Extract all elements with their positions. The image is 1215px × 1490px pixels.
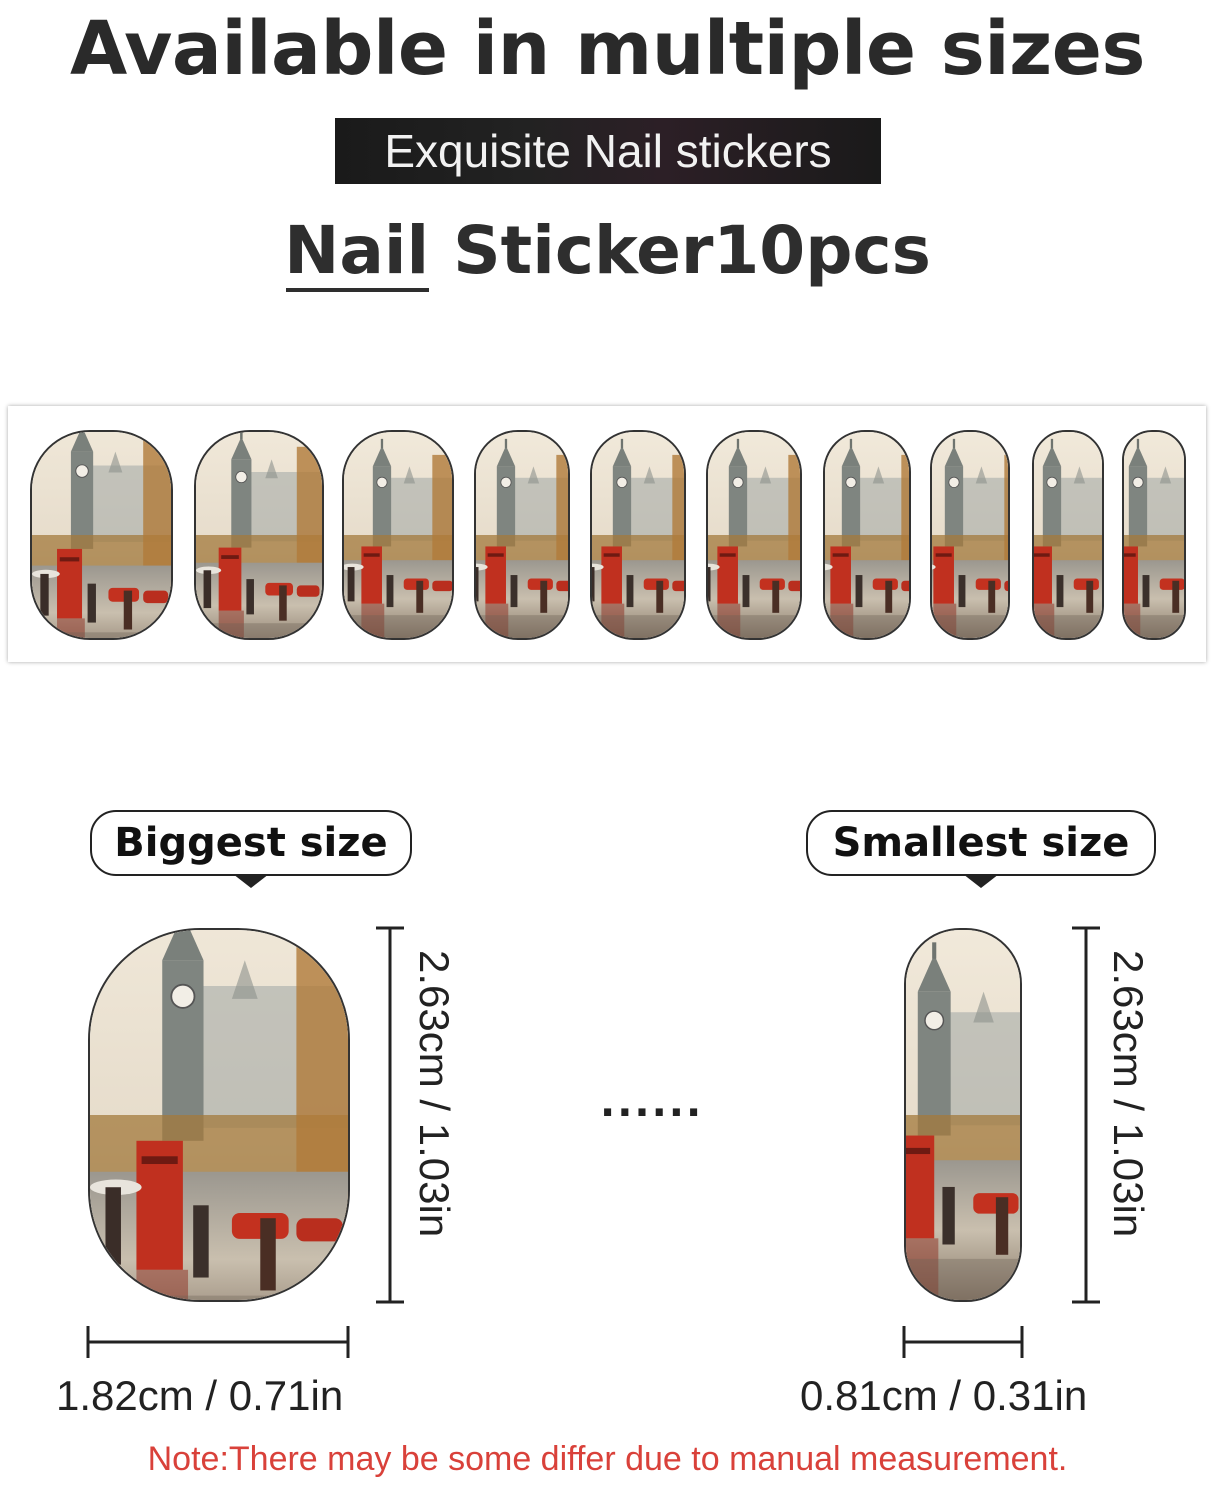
biggest-height-ruler xyxy=(376,926,404,1304)
sticker-strip xyxy=(8,406,1206,662)
biggest-width-text: 1.82cm / 0.71in xyxy=(56,1372,344,1419)
nail-sticker xyxy=(342,430,454,640)
smallest-height-text: 2.63cm / 1.03in xyxy=(1105,950,1152,1238)
subtitle-nail: Nail xyxy=(284,208,430,294)
nail-sticker xyxy=(930,430,1010,640)
nail-sticker xyxy=(30,430,173,640)
banner-label: Exquisite Nail stickers xyxy=(335,118,881,184)
nail-sticker-smallest xyxy=(904,928,1022,1302)
nail-sticker xyxy=(706,430,802,640)
biggest-height-text: 2.63cm / 1.03in xyxy=(411,950,458,1238)
smallest-height-ruler xyxy=(1072,926,1100,1304)
subtitle-rest: Sticker10pcs xyxy=(453,212,931,289)
smallest-width-text: 0.81cm / 0.31in xyxy=(800,1372,1088,1419)
smallest-width-ruler xyxy=(902,1326,1024,1358)
measurement-note: Note:There may be some differ due to man… xyxy=(147,1440,1068,1478)
nail-sticker xyxy=(1122,430,1186,640)
nail-sticker xyxy=(474,430,570,640)
biggest-size-label: Biggest size xyxy=(90,810,412,888)
biggest-size-text: Biggest size xyxy=(114,820,388,866)
nail-sticker xyxy=(823,430,911,640)
biggest-width-ruler xyxy=(86,1326,350,1358)
page-title: Available in multiple sizes xyxy=(70,6,1145,92)
smallest-size-text: Smallest size xyxy=(832,820,1130,866)
smallest-size-label: Smallest size xyxy=(806,810,1156,888)
nail-sticker xyxy=(194,430,324,640)
ellipsis: ...... xyxy=(600,1080,704,1126)
subtitle: Nail Sticker10pcs xyxy=(0,208,1215,294)
nail-sticker xyxy=(590,430,686,640)
nail-sticker xyxy=(1032,430,1104,640)
nail-sticker-biggest xyxy=(88,928,350,1302)
